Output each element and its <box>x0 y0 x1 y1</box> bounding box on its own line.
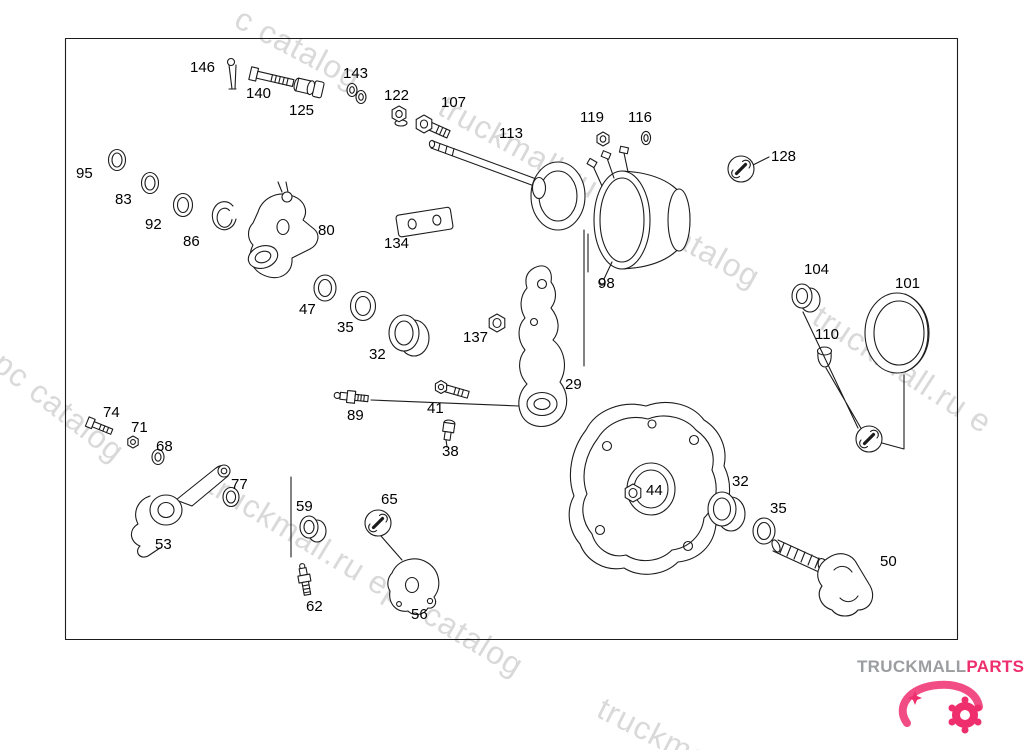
part-drawing-47-ring <box>313 274 337 302</box>
part-drawing-32b-bushing <box>707 491 746 532</box>
part-label-41: 41 <box>427 400 444 417</box>
part-label-98: 98 <box>598 275 615 292</box>
part-label-71: 71 <box>131 419 148 436</box>
part-drawing-68-washer <box>151 448 165 466</box>
brand-logo: TRUCKMALLPARTS <box>857 657 1024 734</box>
part-drawing-101-cap <box>864 292 930 374</box>
part-label-56: 56 <box>411 606 428 623</box>
part-drawing-backing-plate <box>568 401 731 575</box>
part-drawing-98-brake-chamber <box>583 145 691 367</box>
part-drawing-35b-ring <box>752 517 776 545</box>
part-drawing-86-snap-ring <box>211 201 237 231</box>
part-drawing-92-ring <box>172 192 194 218</box>
part-drawing-104-bushing <box>791 283 821 313</box>
part-label-113: 113 <box>499 125 523 142</box>
part-label-128: 128 <box>771 148 797 165</box>
part-label-137: 137 <box>463 329 489 346</box>
part-label-146: 146 <box>190 59 216 76</box>
part-drawing-131-kit-symbol <box>855 425 883 453</box>
part-label-74: 74 <box>103 404 120 421</box>
part-label-125: 125 <box>289 102 315 119</box>
part-drawing-50-shaft <box>771 539 874 617</box>
part-label-35: 35 <box>337 319 354 336</box>
part-drawing-137-nut <box>488 313 506 333</box>
part-drawing-89-grease-fitting <box>333 389 369 404</box>
part-drawing-41-bolt <box>434 379 470 399</box>
part-drawing-116-washer <box>640 130 652 146</box>
part-label-32b: 32 <box>732 473 749 490</box>
part-drawing-35-ring <box>349 290 377 322</box>
part-label-38: 38 <box>442 443 459 460</box>
part-drawing-62-grease-fitting <box>297 563 312 596</box>
part-drawing-119-nut <box>596 131 610 147</box>
part-drawing-53-arm <box>130 464 231 558</box>
part-drawing-134-plate <box>395 206 454 238</box>
part-drawing-113-shaft <box>428 139 586 231</box>
part-label-35b: 35 <box>770 500 787 517</box>
part-drawing-59-bushing <box>299 515 327 543</box>
leaders-right-kit <box>802 311 905 450</box>
leader-65-56 <box>380 535 403 561</box>
part-label-92: 92 <box>145 216 162 233</box>
part-label-134: 134 <box>384 235 410 252</box>
part-label-143: 143 <box>343 65 369 82</box>
part-label-107: 107 <box>441 94 467 111</box>
part-label-32: 32 <box>369 346 386 363</box>
part-label-50: 50 <box>880 553 897 570</box>
part-drawing-44-nut <box>624 483 642 503</box>
part-label-116: 116 <box>628 109 652 126</box>
part-drawing-95-ring <box>107 148 127 172</box>
part-label-68: 68 <box>156 438 173 455</box>
part-label-80: 80 <box>318 222 335 239</box>
brand-logo-text: TRUCKMALLPARTS <box>857 657 1024 677</box>
part-drawing-125-fitting <box>293 77 325 99</box>
part-label-44: 44 <box>646 482 663 499</box>
part-label-86: 86 <box>183 233 200 250</box>
part-label-65: 65 <box>381 491 398 508</box>
part-drawing-74-bolt <box>84 416 114 435</box>
part-drawing-56-cover <box>387 558 440 616</box>
part-label-29: 29 <box>565 376 582 393</box>
part-label-53: 53 <box>155 536 172 553</box>
part-drawing-71-nut <box>127 435 139 449</box>
part-drawing-107-bolt <box>415 114 451 139</box>
part-label-119: 119 <box>580 109 604 126</box>
part-label-77: 77 <box>231 476 248 493</box>
part-label-89: 89 <box>347 407 364 424</box>
part-drawing-65-kit-symbol <box>364 509 392 537</box>
part-label-47: 47 <box>299 301 316 318</box>
logo-text-gray: TRUCKMALL <box>857 657 967 676</box>
part-drawing-143-washers <box>346 82 367 105</box>
part-label-122: 122 <box>384 87 410 104</box>
part-drawing-128-kit-symbol <box>727 155 770 183</box>
brand-logo-gear-swirl-icon <box>898 680 983 734</box>
part-label-95: 95 <box>76 165 93 182</box>
part-drawing-29-knuckle <box>370 265 568 428</box>
part-drawing-38-valve <box>442 419 456 448</box>
part-label-110: 110 <box>815 326 839 343</box>
part-label-83: 83 <box>115 191 132 208</box>
part-label-59: 59 <box>296 498 313 515</box>
part-drawing-32-bushing <box>388 314 430 357</box>
part-drawing-122-nut <box>391 105 408 127</box>
part-label-101: 101 <box>895 275 921 292</box>
part-label-104: 104 <box>804 261 830 278</box>
logo-text-accent: PARTS <box>966 657 1024 676</box>
part-drawing-77-ring <box>222 486 240 508</box>
part-label-62: 62 <box>306 598 323 615</box>
part-drawing-140-bolt <box>248 66 295 88</box>
diagram-border <box>64 37 959 641</box>
part-drawing-146-cotter-pin <box>226 57 237 90</box>
part-label-140: 140 <box>246 85 272 102</box>
part-drawing-83-ring <box>140 171 160 195</box>
part-drawing-80-knuckle <box>247 181 319 279</box>
